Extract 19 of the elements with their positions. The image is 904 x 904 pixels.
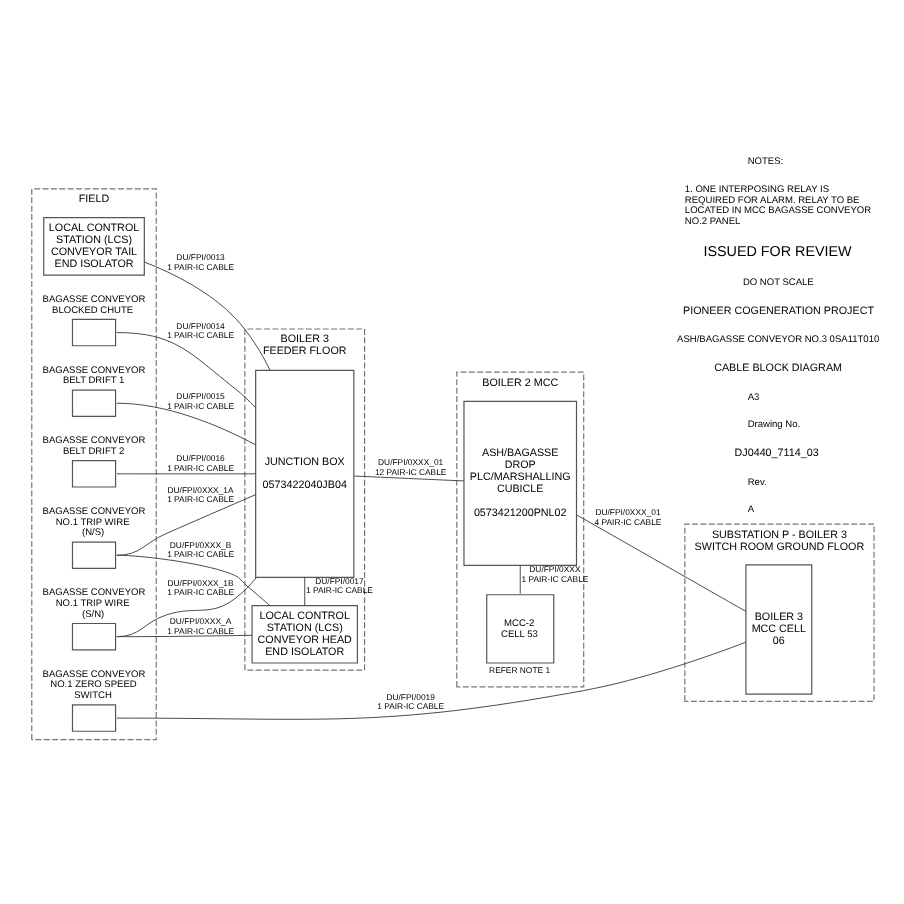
node-box (71, 541, 117, 570)
node-box (71, 389, 117, 417)
connector (116, 554, 271, 606)
connector (576, 514, 747, 612)
connector (116, 641, 747, 720)
connector (116, 332, 256, 408)
connector (116, 634, 253, 638)
connector (353, 475, 465, 482)
node-box (71, 460, 117, 488)
node-box (71, 318, 117, 347)
connector (116, 494, 256, 556)
connector (519, 565, 521, 595)
connector (116, 402, 256, 446)
connector (116, 473, 257, 475)
connector (304, 577, 306, 606)
node-box (71, 704, 117, 732)
connector (144, 261, 271, 371)
node-box (71, 622, 117, 651)
connector (116, 577, 257, 638)
